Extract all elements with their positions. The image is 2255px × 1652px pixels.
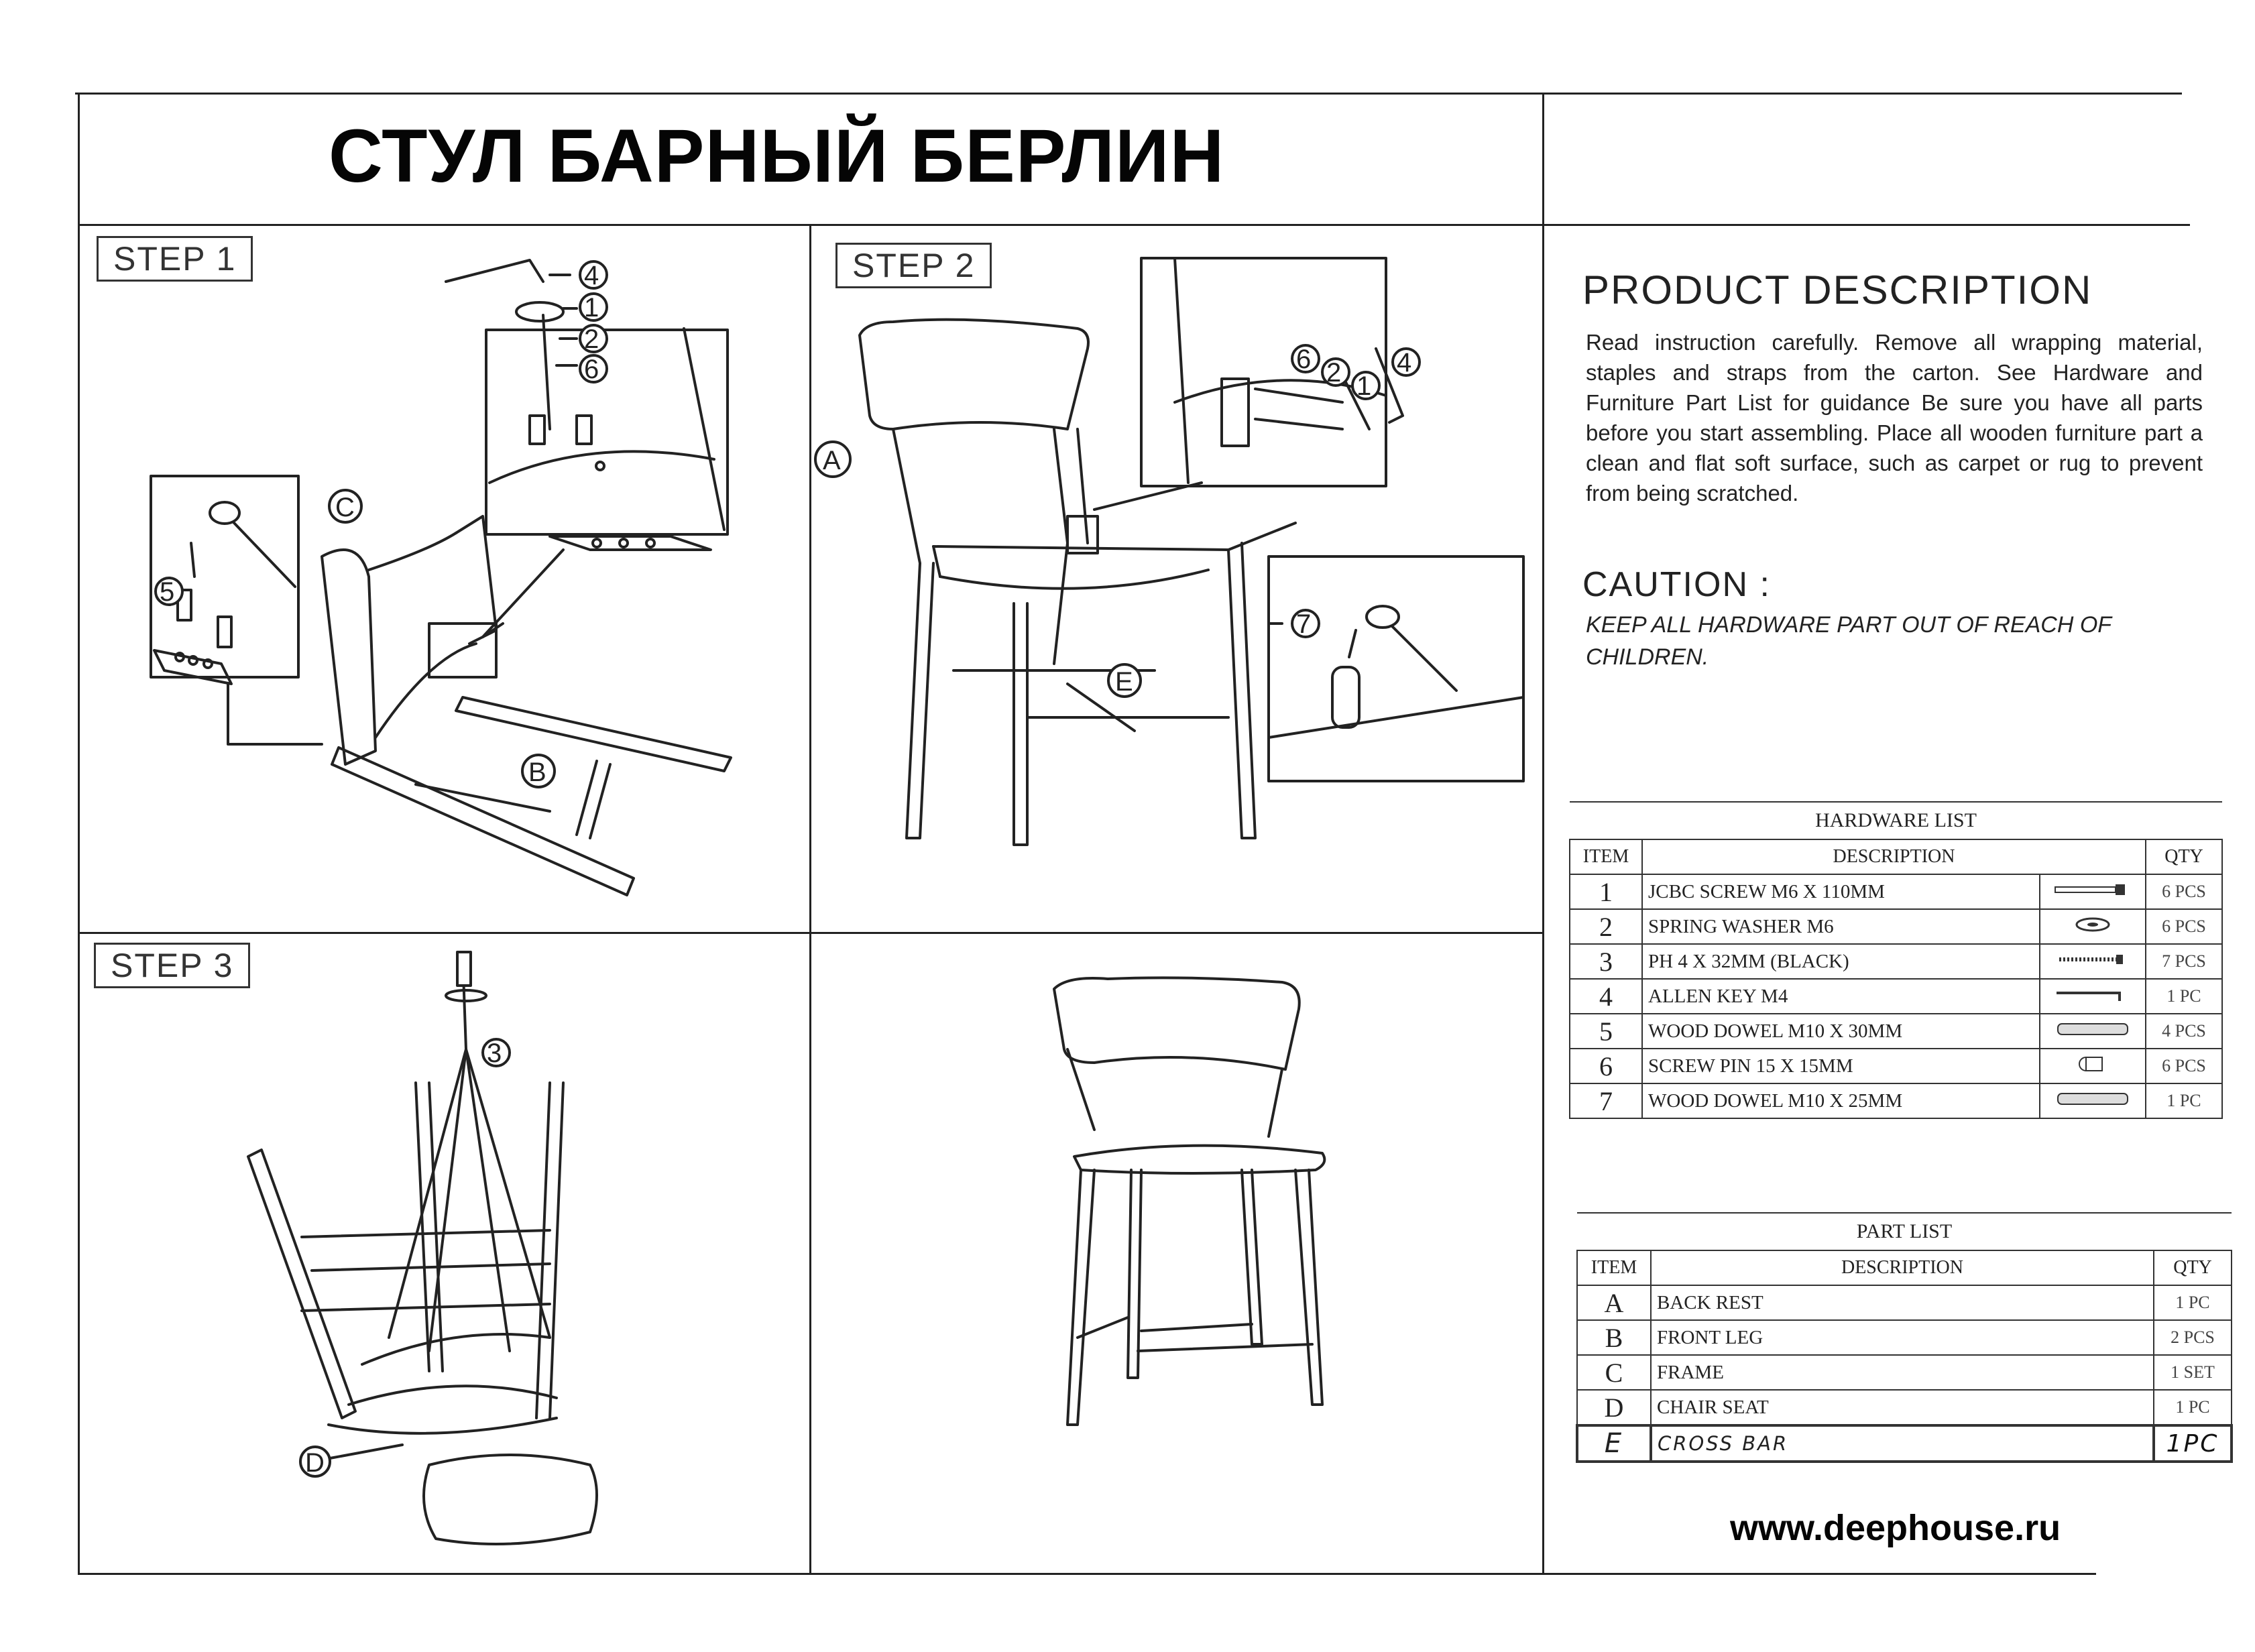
table-row: 2 SPRING WASHER M6 6 PCS (1569, 908, 2223, 945)
step-1-hammer-box (150, 475, 300, 678)
callout-1: 1 (1356, 371, 1371, 401)
callout-1: 1 (584, 293, 599, 322)
frame-top-border (75, 93, 2182, 95)
screw-pin-icon (2039, 1048, 2146, 1084)
callout-4: 4 (584, 261, 599, 290)
callout-2: 2 (1326, 358, 1341, 388)
step-2-illustration: A 6 2 1 4 E 7 (814, 257, 1525, 846)
product-description-text: Read instruction carefully. Remove all w… (1586, 330, 2203, 506)
table-row: 1 JCBC SCREW M6 X 110MM 6 PCS (1569, 874, 2223, 910)
caution-text: KEEP ALL HARDWARE PART OUT OF REACH OF C… (1586, 612, 2112, 670)
callout-4: 4 (1397, 348, 1411, 377)
step-1-detail-box (485, 329, 729, 536)
callout-5: 5 (160, 577, 174, 607)
product-description-heading: PRODUCT DESCRIPTION (1582, 268, 2093, 312)
part-list-caption: PART LIST (1577, 1212, 2232, 1251)
table-row: A BACK REST 1 PC (1576, 1285, 2232, 1321)
callout-6: 6 (1296, 345, 1311, 374)
front-leg-b-drawing (331, 746, 635, 896)
website-url[interactable]: www.deephouse.ru (1730, 1508, 2061, 1548)
callout-7: 7 (1296, 609, 1311, 639)
callout-2: 2 (584, 324, 599, 354)
callout-a: A (823, 446, 841, 475)
frame-left-border (78, 93, 80, 1574)
callout-e: E (1115, 667, 1133, 697)
callout-c: C (335, 493, 355, 522)
frame-c-drawing (321, 548, 377, 766)
table-row: 6 SCREW PIN 15 X 15MM 6 PCS (1569, 1048, 2223, 1084)
allen-key-icon (2039, 978, 2146, 1014)
step-3-label: STEP 3 (94, 943, 251, 988)
callout-6: 6 (584, 355, 599, 384)
step-2-label: STEP 2 (835, 243, 992, 288)
step-2-hammer-box (1267, 555, 1525, 782)
caution-heading: CAUTION : (1582, 565, 1771, 604)
table-row: 5 WOOD DOWEL M10 X 30MM 4 PCS (1569, 1013, 2223, 1049)
table-row: 3 PH 4 X 32MM (BLACK) 7 PCS (1569, 943, 2223, 980)
table-row: C FRAME 1 SET (1576, 1354, 2232, 1391)
right-column-divider (1542, 93, 1544, 1574)
part-header-item: ITEM (1576, 1250, 1652, 1286)
table-row: 4 ALLEN KEY M4 1 PC (1569, 978, 2223, 1014)
backrest-a-drawing (858, 318, 1090, 430)
assembled-chair-illustration (1053, 976, 1326, 1426)
chair-seat-d-drawing (422, 1454, 598, 1545)
dowel-icon (2039, 1083, 2146, 1119)
hardware-list-caption: HARDWARE LIST (1570, 801, 2222, 840)
step-row-divider (78, 932, 1544, 934)
part-list-table: PART LIST ITEM DESCRIPTION QTY A BACK RE… (1576, 1212, 2233, 1463)
page-title: СТУЛ БАРНЫЙ БЕРЛИН (329, 114, 1225, 198)
hardware-list-table: HARDWARE LIST ITEM DESCRIPTION QTY 1 JCB… (1569, 801, 2223, 1119)
hardware-header-qty: QTY (2145, 839, 2223, 875)
table-row: E CROSS BAR 1PC (1576, 1424, 2233, 1463)
table-row: B FRONT LEG 2 PCS (1576, 1319, 2232, 1356)
dowel-icon (2039, 1013, 2146, 1049)
step-column-divider (809, 224, 811, 1574)
screw-icon (2039, 874, 2146, 910)
frame-bottom-border (78, 1573, 2096, 1575)
short-screw-icon (2039, 943, 2146, 980)
table-row: 7 WOOD DOWEL M10 X 25MM 1 PC (1569, 1083, 2223, 1119)
step-1-illustration: 4 1 2 6 C 5 B (150, 259, 732, 896)
washer-icon (2039, 908, 2146, 945)
table-row: D CHAIR SEAT 1 PC (1576, 1389, 2232, 1426)
allen-key-drawing (445, 259, 544, 283)
hardware-header-item: ITEM (1569, 839, 1643, 875)
hardware-header-description: DESCRIPTION (1641, 839, 2146, 875)
callout-b: B (528, 758, 546, 787)
part-header-description: DESCRIPTION (1650, 1250, 2154, 1286)
step-1-label: STEP 1 (97, 236, 253, 282)
part-header-qty: QTY (2153, 1250, 2232, 1286)
callout-3: 3 (487, 1039, 502, 1068)
title-row-divider (78, 224, 2190, 226)
callout-d: D (305, 1448, 325, 1478)
step-3-illustration: 3 D (247, 951, 598, 1545)
